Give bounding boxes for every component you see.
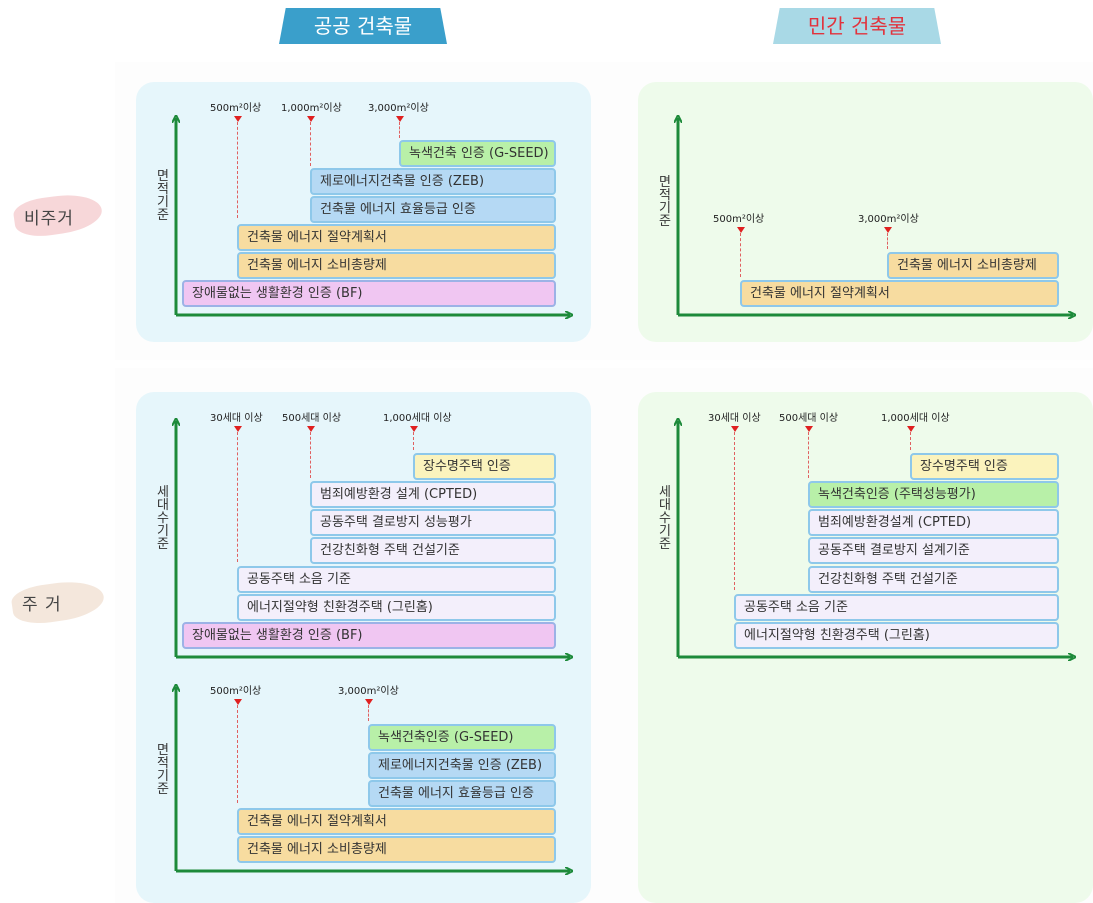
tick-marker bbox=[737, 227, 745, 233]
bar-saving-plan: 건축물 에너지 절약계획서 bbox=[237, 808, 556, 835]
bar-green-home: 에너지절약형 친환경주택 (그린홈) bbox=[734, 622, 1059, 649]
bar-zeb: 제로에너지건축물 인증 (ZEB) bbox=[368, 752, 556, 779]
bar-long-life-housing: 장수명주택 인증 bbox=[413, 453, 556, 480]
bar-long-life-housing: 장수명주택 인증 bbox=[910, 453, 1059, 480]
tick-label: 30세대 이상 bbox=[708, 413, 761, 424]
tick-label: 3,000m²이상 bbox=[338, 686, 399, 697]
tick-label: 3,000m²이상 bbox=[858, 214, 919, 225]
bar-green-home: 에너지절약형 친환경주택 (그린홈) bbox=[237, 594, 556, 621]
axis-label-households-private: 세대수기준 bbox=[659, 485, 671, 552]
tick-marker bbox=[307, 426, 315, 432]
axes-public-nonres bbox=[176, 118, 570, 315]
bar-cpted: 범죄예방환경 설계 (CPTED) bbox=[310, 481, 556, 508]
threshold-line bbox=[413, 432, 414, 450]
threshold-line bbox=[237, 705, 238, 803]
bar-condensation-prevention: 공동주택 결로방지 설계기준 bbox=[808, 537, 1059, 564]
header-public-buildings: 공공 건축물 bbox=[279, 8, 447, 44]
bar-healthy-housing: 건강친화형 주택 건설기준 bbox=[310, 537, 556, 564]
tick-marker bbox=[365, 699, 373, 705]
bar-cpted: 범죄예방환경설계 (CPTED) bbox=[808, 509, 1059, 536]
tick-marker bbox=[907, 426, 915, 432]
tick-label: 1,000세대 이상 bbox=[881, 413, 950, 424]
bar-saving-plan: 건축물 에너지 절약계획서 bbox=[237, 224, 556, 251]
bar-gseed: 녹색건축 인증 (G-SEED) bbox=[399, 140, 556, 167]
bar-consumption-total: 건축물 에너지 소비총량제 bbox=[237, 252, 556, 279]
axes-public-res-area bbox=[176, 687, 570, 871]
bar-noise-standard: 공동주택 소음 기준 bbox=[734, 594, 1059, 621]
axis-label-area-public-res: 면적기준 bbox=[157, 743, 169, 797]
axis-label-area-public-nonres: 면적기준 bbox=[157, 169, 169, 223]
tick-marker bbox=[731, 426, 739, 432]
tick-label: 500세대 이상 bbox=[282, 413, 342, 424]
threshold-line bbox=[740, 233, 741, 277]
tick-marker bbox=[234, 699, 242, 705]
bar-bf: 장애물없는 생활환경 인증 (BF) bbox=[182, 622, 556, 649]
bar-consumption-total: 건축물 에너지 소비총량제 bbox=[887, 252, 1059, 279]
bar-gseed: 녹색건축인증 (G-SEED) bbox=[368, 724, 556, 751]
threshold-line bbox=[310, 122, 311, 166]
threshold-line bbox=[310, 432, 311, 478]
axis-label-area-private-nonres: 면적기준 bbox=[659, 175, 671, 229]
threshold-line bbox=[734, 432, 735, 590]
axes-private-nonres bbox=[678, 118, 1073, 315]
row-label-non-residential: 비주거 bbox=[24, 209, 74, 229]
row-label-residential: 주 거 bbox=[22, 595, 62, 615]
bar-gseed-housing-performance: 녹색건축인증 (주택성능평가) bbox=[808, 481, 1059, 508]
tick-marker bbox=[410, 426, 418, 432]
bar-saving-plan: 건축물 에너지 절약계획서 bbox=[740, 280, 1059, 307]
tick-label: 500m²이상 bbox=[713, 214, 765, 225]
bar-noise-standard: 공동주택 소음 기준 bbox=[237, 566, 556, 593]
threshold-line bbox=[368, 705, 369, 721]
axis-label-households-public: 세대수기준 bbox=[157, 485, 169, 552]
header-private-buildings: 민간 건축물 bbox=[773, 8, 941, 44]
tick-marker bbox=[234, 116, 242, 122]
bar-efficiency-grade: 건축물 에너지 효율등급 인증 bbox=[310, 196, 556, 223]
axes-public-res-households bbox=[176, 421, 570, 657]
bar-condensation-prevention: 공동주택 결로방지 성능평가 bbox=[310, 509, 556, 536]
tick-label: 500m²이상 bbox=[210, 103, 262, 114]
bar-zeb: 제로에너지건축물 인증 (ZEB) bbox=[310, 168, 556, 195]
tick-label: 500m²이상 bbox=[210, 686, 262, 697]
threshold-line bbox=[887, 233, 888, 249]
threshold-line bbox=[237, 122, 238, 218]
tick-marker bbox=[396, 116, 404, 122]
tick-label: 3,000m²이상 bbox=[368, 103, 429, 114]
tick-label: 1,000m²이상 bbox=[281, 103, 342, 114]
tick-label: 30세대 이상 bbox=[210, 413, 263, 424]
threshold-line bbox=[808, 432, 809, 478]
tick-marker bbox=[884, 227, 892, 233]
bar-efficiency-grade: 건축물 에너지 효율등급 인증 bbox=[368, 780, 556, 807]
threshold-line bbox=[910, 432, 911, 450]
threshold-line bbox=[237, 432, 238, 562]
bar-bf: 장애물없는 생활환경 인증 (BF) bbox=[182, 280, 556, 307]
threshold-line bbox=[399, 122, 400, 138]
tick-marker bbox=[805, 426, 813, 432]
tick-label: 500세대 이상 bbox=[779, 413, 839, 424]
bar-healthy-housing: 건강친화형 주택 건설기준 bbox=[808, 566, 1059, 593]
tick-label: 1,000세대 이상 bbox=[383, 413, 452, 424]
tick-marker bbox=[234, 426, 242, 432]
tick-marker bbox=[307, 116, 315, 122]
axes-private-res bbox=[678, 421, 1073, 657]
bar-consumption-total: 건축물 에너지 소비총량제 bbox=[237, 836, 556, 863]
